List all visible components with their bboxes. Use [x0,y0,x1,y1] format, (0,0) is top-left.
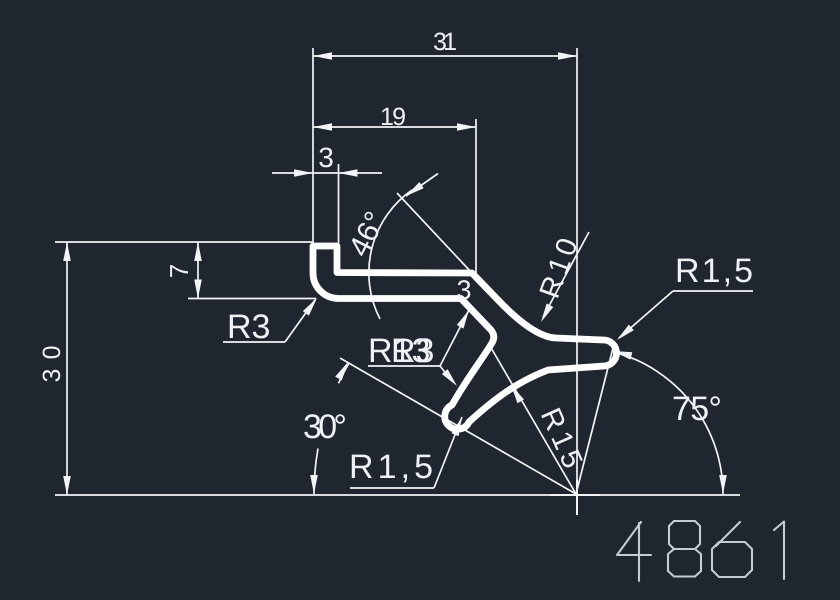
svg-text:R3: R3 [391,332,434,370]
svg-text:R1,5: R1,5 [675,252,753,290]
svg-text:7: 7 [164,264,194,278]
svg-text:30°: 30° [303,408,347,446]
svg-text:75°: 75° [672,390,722,428]
svg-text:3: 3 [456,275,471,305]
svg-text:19: 19 [380,103,406,131]
svg-text:R13: R13 [368,332,430,370]
svg-text:31: 31 [433,28,457,56]
svg-text:R1,5: R1,5 [349,448,433,486]
svg-text:R3: R3 [227,308,270,346]
svg-text:3: 3 [318,142,334,173]
